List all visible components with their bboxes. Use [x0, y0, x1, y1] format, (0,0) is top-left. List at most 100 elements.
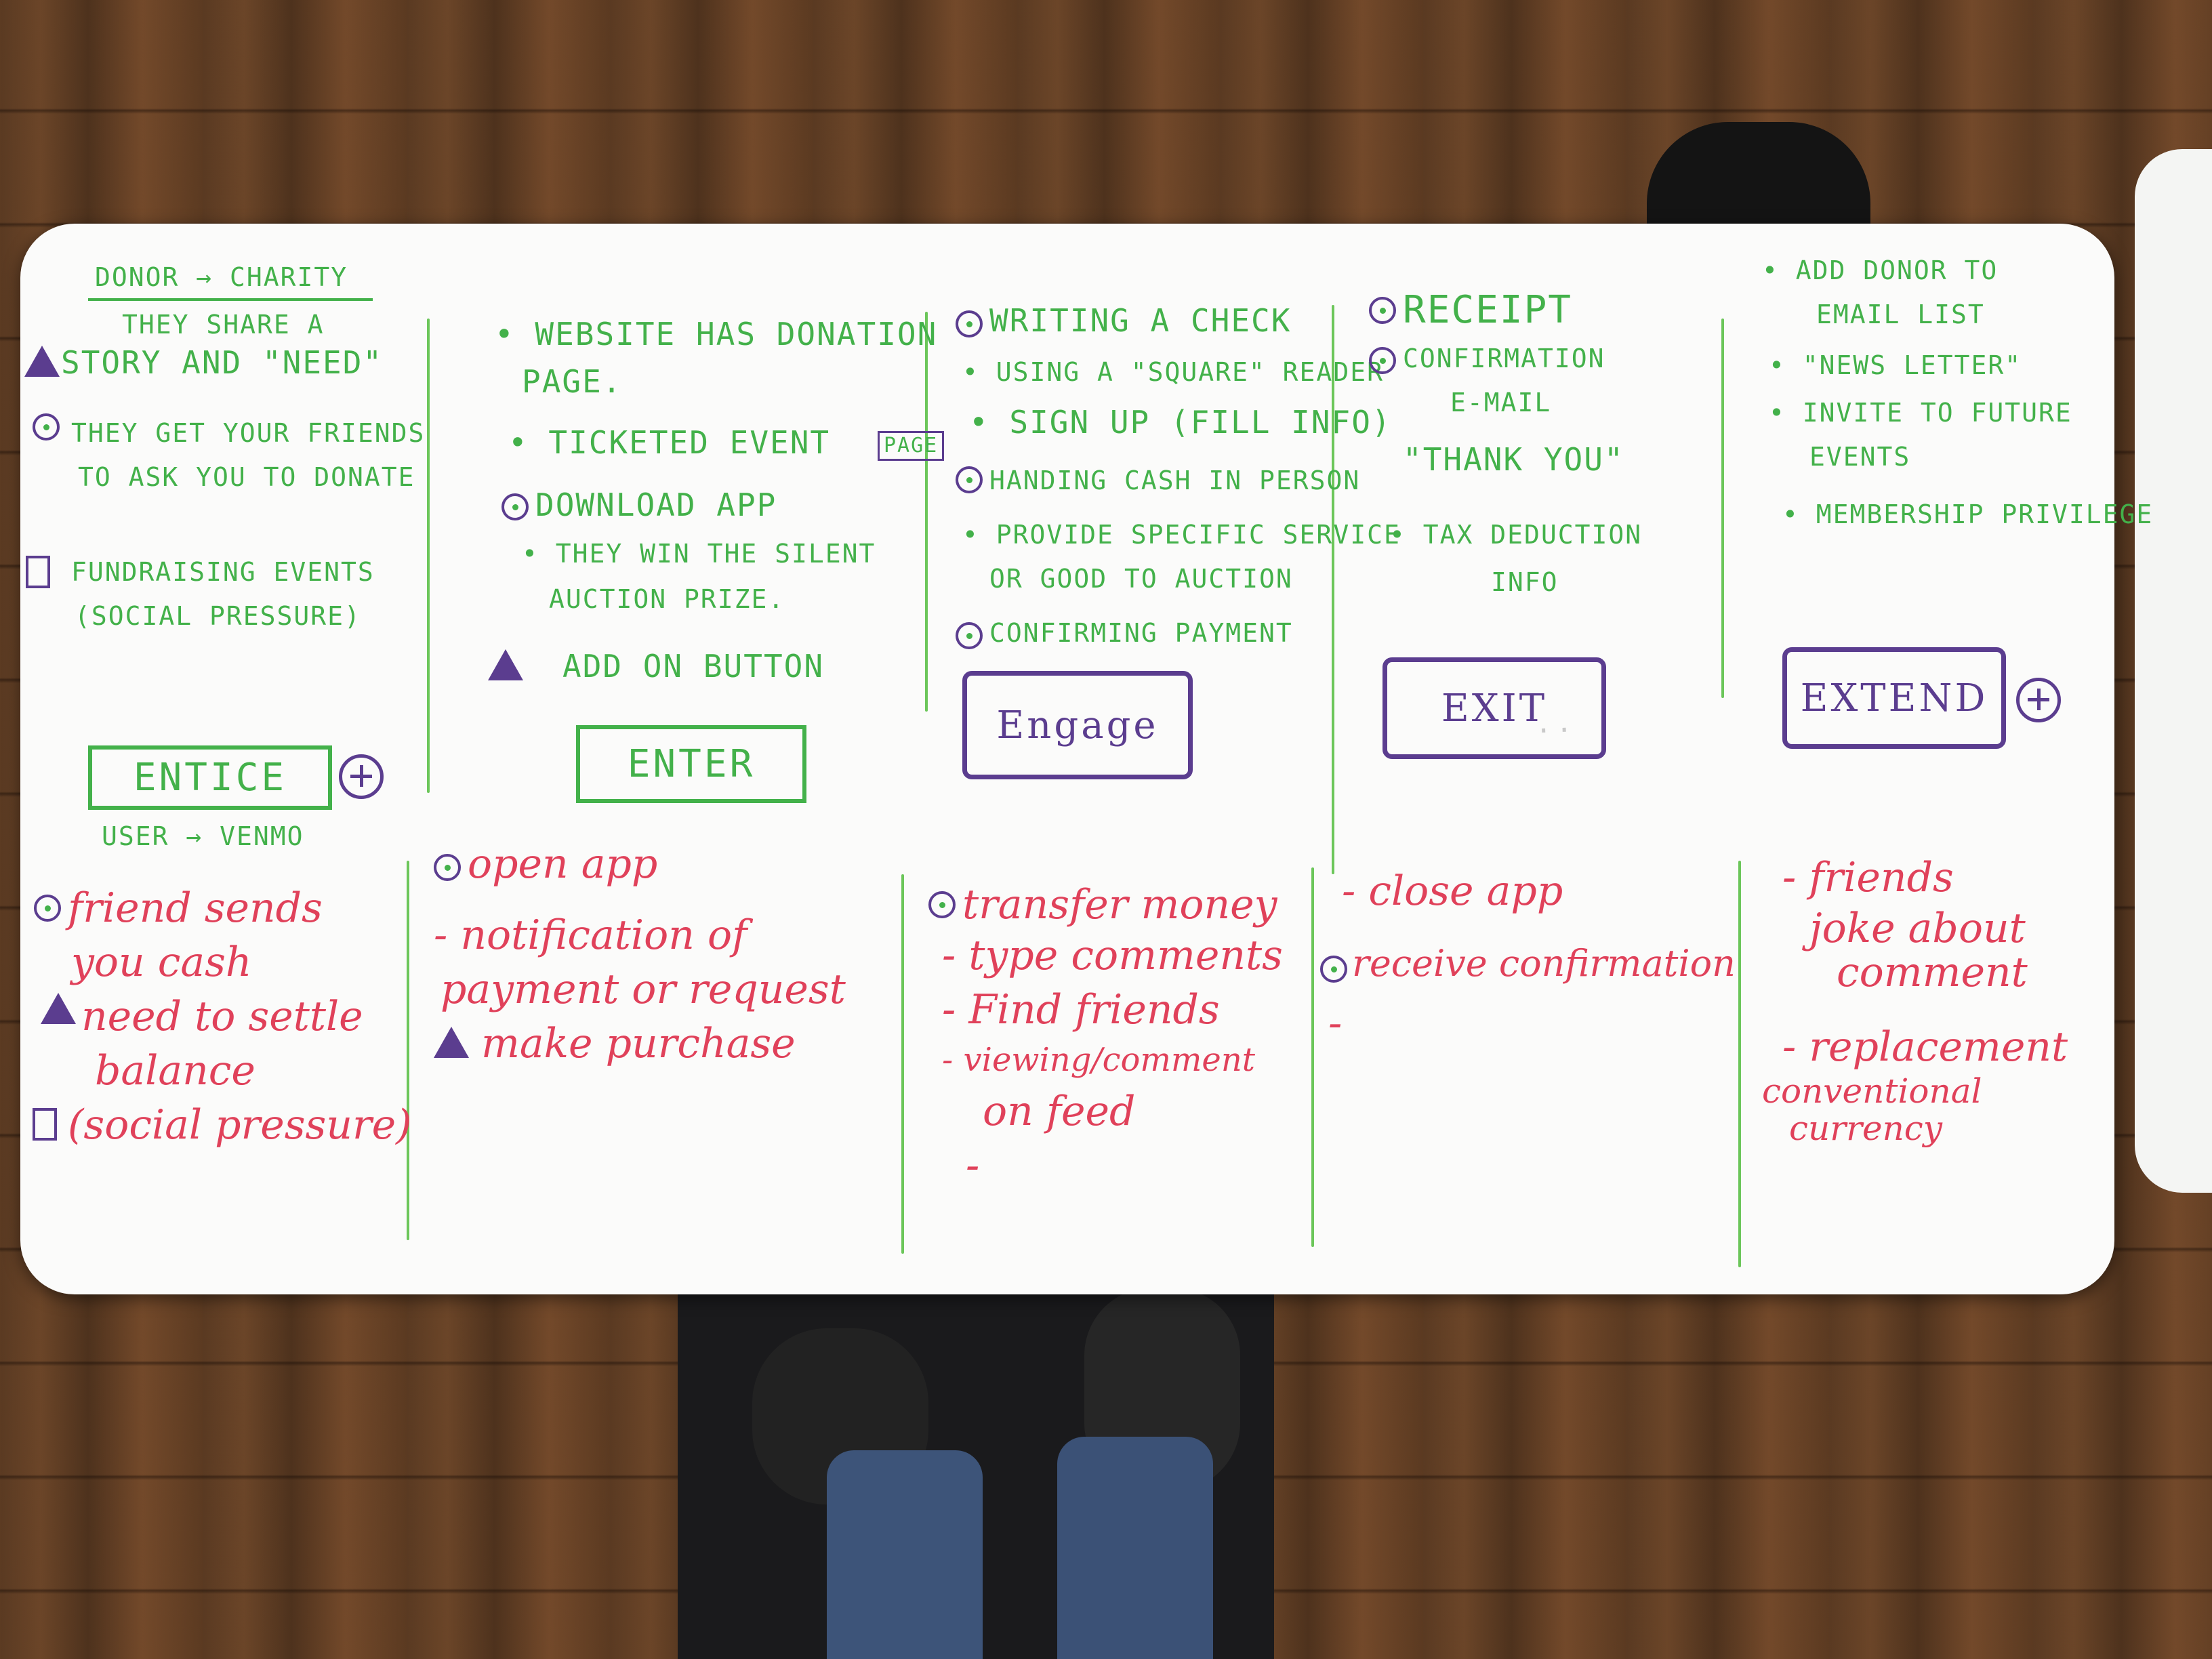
charity-extend-line: • INVITE TO FUTURE — [1769, 398, 2072, 428]
column-divider — [925, 312, 928, 712]
column-divider — [427, 319, 430, 793]
column-divider — [901, 874, 904, 1254]
circle-bullet-icon — [1369, 347, 1396, 374]
leg-right — [1057, 1437, 1213, 1659]
minus-circle-icon — [34, 895, 61, 922]
charity-enter-line: PAGE — [878, 431, 945, 461]
stage-entice-label: ENTICE — [133, 756, 287, 800]
column-divider — [1332, 305, 1334, 874]
triangle-bullet-icon — [41, 993, 76, 1024]
charity-engage-line: WRITING A CHECK — [989, 302, 1292, 339]
circle-bullet-icon — [956, 310, 983, 337]
venmo-exit-line: - close app — [1342, 867, 1563, 915]
venmo-engage-line: transfer money — [962, 881, 1277, 928]
charity-exit-line: RECEIPT — [1403, 288, 1573, 332]
column-divider — [1721, 319, 1724, 698]
venmo-header: USER → VENMO — [102, 821, 304, 851]
charity-enter-line: AUCTION PRIZE. — [549, 584, 785, 614]
charity-enter-line: • WEBSITE HAS DONATION — [495, 316, 938, 352]
charity-extend-line: • MEMBERSHIP PRIVILEGE — [1782, 499, 2154, 529]
venmo-entice-line: (social pressure) — [68, 1101, 412, 1149]
venmo-engage-line: on feed — [983, 1088, 1136, 1135]
circle-bullet-icon — [434, 854, 461, 881]
charity-engage-line: • PROVIDE SPECIFIC SERVICE — [962, 520, 1401, 550]
charity-entice-line: (SOCIAL PRESSURE) — [75, 601, 361, 631]
plus-circle-icon — [339, 754, 384, 799]
charity-extend-line: EMAIL LIST — [1816, 300, 1985, 329]
column-divider — [1311, 867, 1314, 1247]
venmo-entice-line: balance — [95, 1047, 255, 1094]
venmo-enter-line: - notification of — [434, 912, 747, 959]
stage-exit-box: EXIT — [1382, 657, 1606, 759]
venmo-extend-line: - replacement — [1782, 1023, 2068, 1071]
stage-exit-label: EXIT — [1441, 686, 1548, 731]
triangle-bullet-icon — [24, 346, 60, 377]
charity-exit-line: "THANK YOU" — [1403, 441, 1624, 478]
charity-engage-line: CONFIRMING PAYMENT — [989, 618, 1293, 648]
venmo-entice-line: you cash — [71, 939, 252, 986]
stage-engage-label: Engage — [996, 703, 1159, 747]
charity-entice-line: THEY GET YOUR FRIENDS — [71, 418, 426, 448]
circle-bullet-icon — [1369, 297, 1396, 324]
column-divider — [407, 861, 409, 1240]
circle-bullet-icon — [956, 622, 983, 649]
venmo-exit-line: - — [1328, 1000, 1343, 1047]
venmo-exit-line: receive confirmation — [1352, 942, 1736, 985]
charity-exit-line: • TAX DEDUCTION — [1389, 520, 1643, 550]
square-bullet-icon — [33, 1108, 57, 1141]
charity-extend-line: EVENTS — [1809, 442, 1911, 472]
venmo-engage-line: - — [966, 1142, 980, 1189]
charity-exit-line: CONFIRMATION — [1403, 344, 1605, 373]
triangle-bullet-icon — [488, 649, 523, 680]
minus-circle-icon — [1320, 956, 1347, 983]
charity-enter-line: PAGE. — [522, 363, 623, 400]
charity-exit-line: INFO — [1491, 567, 1559, 597]
circle-bullet-icon — [33, 413, 60, 441]
venmo-enter-line: make purchase — [481, 1020, 796, 1067]
square-bullet-icon — [26, 556, 50, 588]
charity-enter-line: • THEY WIN THE SILENT — [522, 539, 876, 569]
charity-extend-line: • ADD DONOR TO — [1762, 255, 1999, 285]
venmo-entice-line: friend sends — [68, 884, 323, 932]
charity-header: DONOR → CHARITY — [95, 262, 348, 292]
charity-enter-line: • TICKETED EVENT — [508, 424, 831, 461]
venmo-engage-line: - Find friends — [942, 986, 1220, 1033]
leg-left — [827, 1450, 983, 1659]
circle-bullet-icon — [501, 493, 529, 520]
stage-engage-box: Engage — [962, 671, 1193, 779]
stage-extend-label: EXTEND — [1800, 676, 1988, 720]
venmo-enter-line: payment or request — [441, 966, 846, 1013]
charity-extend-line: • "NEWS LETTER" — [1769, 350, 2022, 380]
charity-enter-line: DOWNLOAD APP — [535, 487, 777, 523]
venmo-engage-line: - viewing/comment — [942, 1041, 1256, 1079]
stage-enter-label: ENTER — [627, 742, 756, 786]
charity-entice-line: FUNDRAISING EVENTS — [71, 557, 375, 587]
venmo-engage-line: - type comments — [942, 932, 1283, 979]
venmo-extend-line: currency — [1789, 1109, 1943, 1148]
venmo-extend-line: - friends — [1782, 854, 1954, 901]
venmo-extend-line: conventional — [1762, 1071, 1982, 1111]
charity-entice-line: STORY AND "NEED" — [61, 344, 384, 381]
triangle-bullet-icon — [434, 1027, 469, 1058]
venmo-enter-line: open app — [468, 840, 658, 888]
whiteboard: DONOR → CHARITY THEY SHARE A STORY AND "… — [20, 224, 2152, 1294]
charity-exit-line: E-MAIL — [1450, 388, 1552, 417]
venmo-extend-line: joke about — [1809, 905, 2026, 952]
column-divider — [1738, 861, 1741, 1267]
header-underline — [88, 298, 373, 301]
venmo-extend-line: comment — [1837, 949, 2028, 996]
charity-entice-line: TO ASK YOU TO DONATE — [78, 462, 415, 492]
charity-entice-line: THEY SHARE A — [122, 310, 325, 340]
circle-bullet-icon — [956, 466, 983, 493]
erased-marks: · · — [1538, 711, 1570, 750]
plus-circle-icon — [2016, 678, 2061, 722]
stage-entice-box: ENTICE — [88, 745, 332, 810]
venmo-entice-line: need to settle — [81, 993, 363, 1040]
side-table — [2135, 149, 2212, 1193]
charity-engage-line: • SIGN UP (FILL INFO) — [969, 404, 1392, 441]
charity-engage-line: • USING A "SQUARE" READER — [962, 357, 1384, 387]
charity-engage-line: OR GOOD TO AUCTION — [989, 564, 1293, 594]
charity-engage-line: HANDING CASH IN PERSON — [989, 466, 1361, 495]
stage-extend-box: EXTEND — [1782, 647, 2006, 749]
minus-circle-icon — [928, 891, 956, 918]
